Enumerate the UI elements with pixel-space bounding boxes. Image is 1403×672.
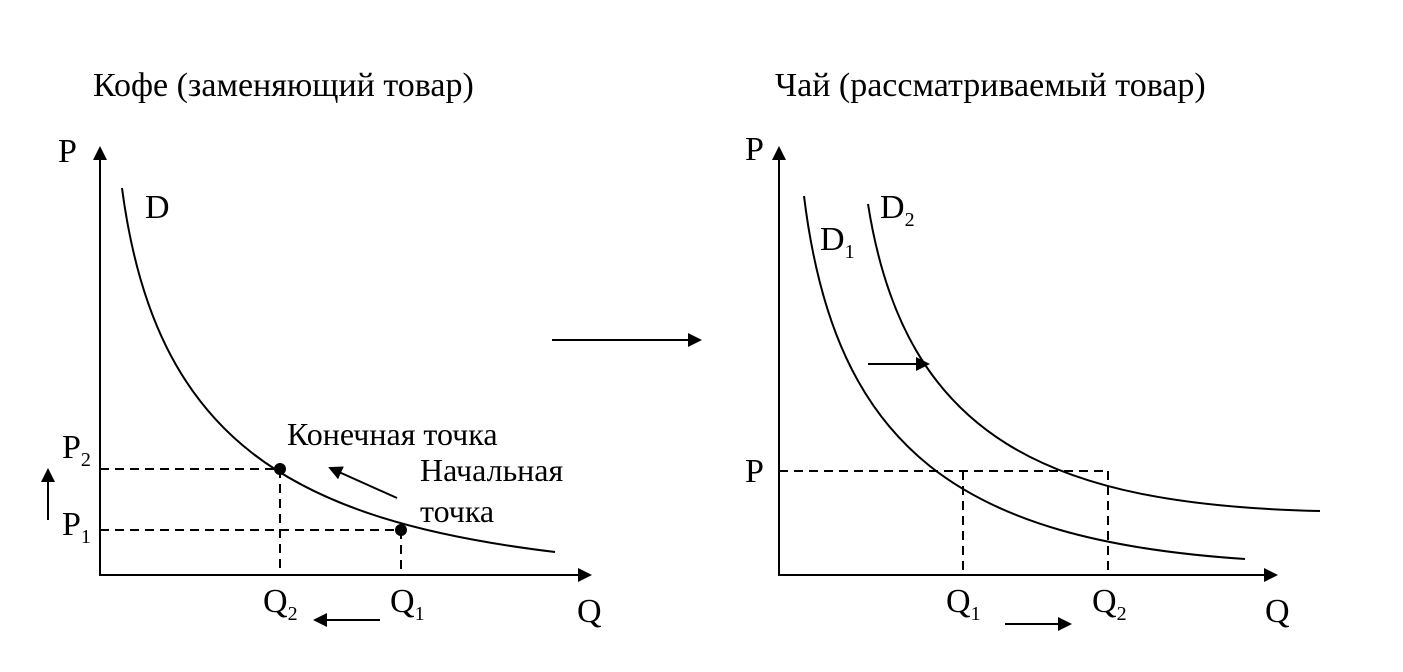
left-axis-p-label: P	[58, 133, 77, 170]
right-demand-curve-d1	[803, 195, 1246, 560]
end-point-label: Конечная точка	[287, 416, 498, 452]
right-title: Чай (рассматриваемый товар)	[775, 67, 1206, 104]
right-demand-curve-d2	[867, 203, 1321, 512]
left-title: Кофе (заменяющий товар)	[93, 67, 474, 104]
left-start-point	[395, 524, 407, 536]
right-q2-label: Q2	[1092, 583, 1127, 625]
left-demand-curve	[121, 187, 556, 553]
left-axis-q-label: Q	[577, 593, 602, 630]
start-point-label-line1: Начальная	[420, 452, 564, 488]
left-end-point	[274, 463, 286, 475]
left-demand-label: D	[145, 189, 170, 226]
start-point-label-line2: точка	[420, 493, 494, 529]
left-p1-label: P1	[62, 506, 91, 548]
movement-along-curve-arrow	[328, 466, 398, 499]
d1-label: D1	[820, 221, 855, 263]
right-q1-label: Q1	[946, 583, 981, 625]
right-axis-p-label: P	[745, 131, 764, 168]
left-p2-label: P2	[62, 429, 91, 471]
left-q2-label: Q2	[263, 583, 298, 625]
d2-label: D2	[880, 189, 915, 231]
left-q1-label: Q1	[390, 583, 425, 625]
right-axis-q-label: Q	[1265, 593, 1290, 630]
right-price-label: P	[745, 453, 764, 490]
